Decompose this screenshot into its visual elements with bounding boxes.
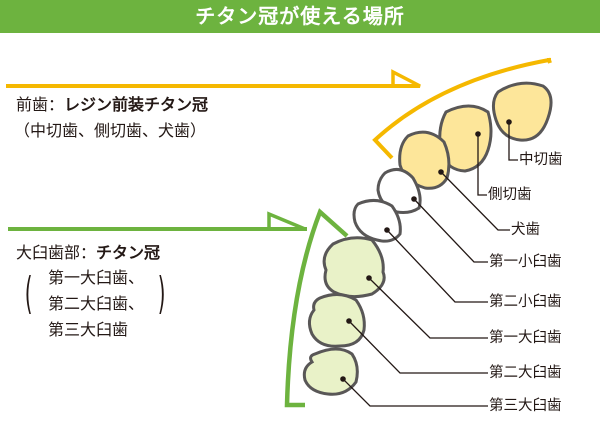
tooth-label: 中切歯: [519, 152, 563, 168]
tooth-label: 第三大臼歯: [489, 398, 562, 414]
tooth-markers: [340, 119, 512, 382]
tooth-label: 側切歯: [488, 187, 532, 203]
tooth-second-molar: [307, 293, 366, 348]
tooth-first-premolar: [376, 167, 422, 214]
front-teeth-indicator: [6, 57, 552, 160]
molar-indicator: [8, 208, 349, 408]
molar-group-name: 大臼歯部：: [16, 243, 97, 262]
molar-group-crown: チタン冠: [96, 243, 161, 262]
front-group-name: 前歯：: [16, 95, 65, 114]
tooth-label: 第一大臼歯: [489, 330, 562, 346]
molar-arrow-head: [267, 211, 306, 231]
page-title: チタン冠が使える場所: [0, 0, 600, 33]
front-group-label: 前歯：レジン前装チタン冠: [16, 95, 208, 115]
front-bracket: [372, 57, 552, 160]
tooth-third-molar: [302, 347, 359, 396]
molar-bracket: [284, 208, 349, 408]
left-paren: (: [24, 268, 33, 319]
tooth-canine: [398, 130, 451, 190]
front-arrow-head: [391, 69, 421, 88]
tooth-central-incisor: [491, 81, 553, 142]
teeth: [302, 81, 553, 396]
leader-lines: [342, 122, 518, 407]
tooth-label: 犬歯: [511, 222, 540, 238]
tooth-label: 第一小臼歯: [489, 254, 562, 270]
front-group-detail: （中切歯、側切歯、犬歯）: [14, 121, 207, 140]
tooth-first-molar: [322, 236, 386, 299]
molar-detail-1: 第一大臼歯、: [48, 268, 145, 287]
tooth-label: 第二小臼歯: [489, 294, 562, 310]
molar-detail-3: 第三大臼歯: [48, 320, 129, 339]
molar-group-label: 大臼歯部：チタン冠: [16, 243, 160, 263]
right-paren: ): [157, 268, 166, 319]
tooth-second-premolar: [352, 199, 402, 243]
tooth-label: 第二大臼歯: [489, 365, 562, 381]
molar-detail-2: 第二大臼歯、: [48, 294, 145, 313]
front-group-crown: レジン前装チタン冠: [64, 95, 209, 114]
